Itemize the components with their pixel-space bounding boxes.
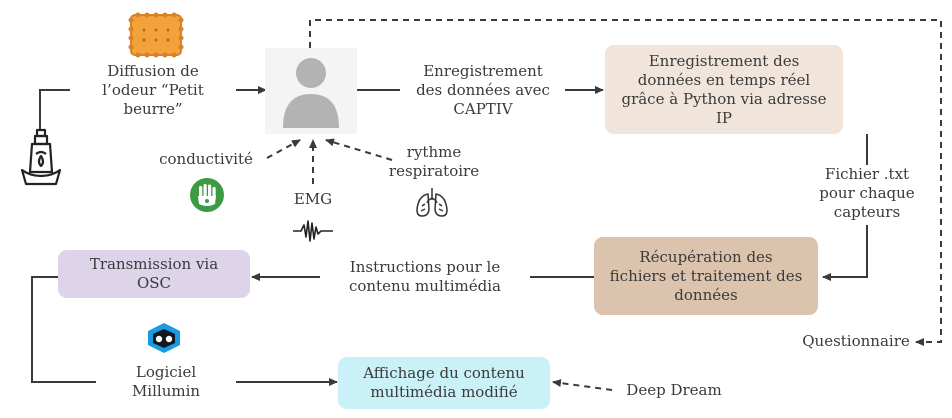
- dashed-deepdream-affichage: [552, 379, 613, 391]
- label-emg: EMG: [293, 190, 333, 208]
- biscuit-icon: [128, 12, 184, 58]
- emg-wave-icon: [293, 220, 333, 242]
- dashed-conductivite-person: [266, 139, 301, 159]
- millumin-logo-icon: [148, 323, 180, 353]
- person-icon: [265, 48, 357, 134]
- lungs-icon: [416, 188, 448, 217]
- label-deep-dream: Deep Dream: [626, 381, 722, 399]
- label-questionnaire: Questionnaire: [802, 332, 910, 350]
- arrow-fichier-recuperation: [822, 225, 868, 281]
- diffuser-icon: [20, 128, 62, 186]
- hand-sensor-icon: [190, 178, 224, 212]
- connector-transmission-logiciel: [31, 276, 96, 383]
- label-conductivite: conductivité: [159, 150, 253, 168]
- connector-diffuser-label: [39, 89, 70, 130]
- dashed-rythme-person: [325, 138, 393, 161]
